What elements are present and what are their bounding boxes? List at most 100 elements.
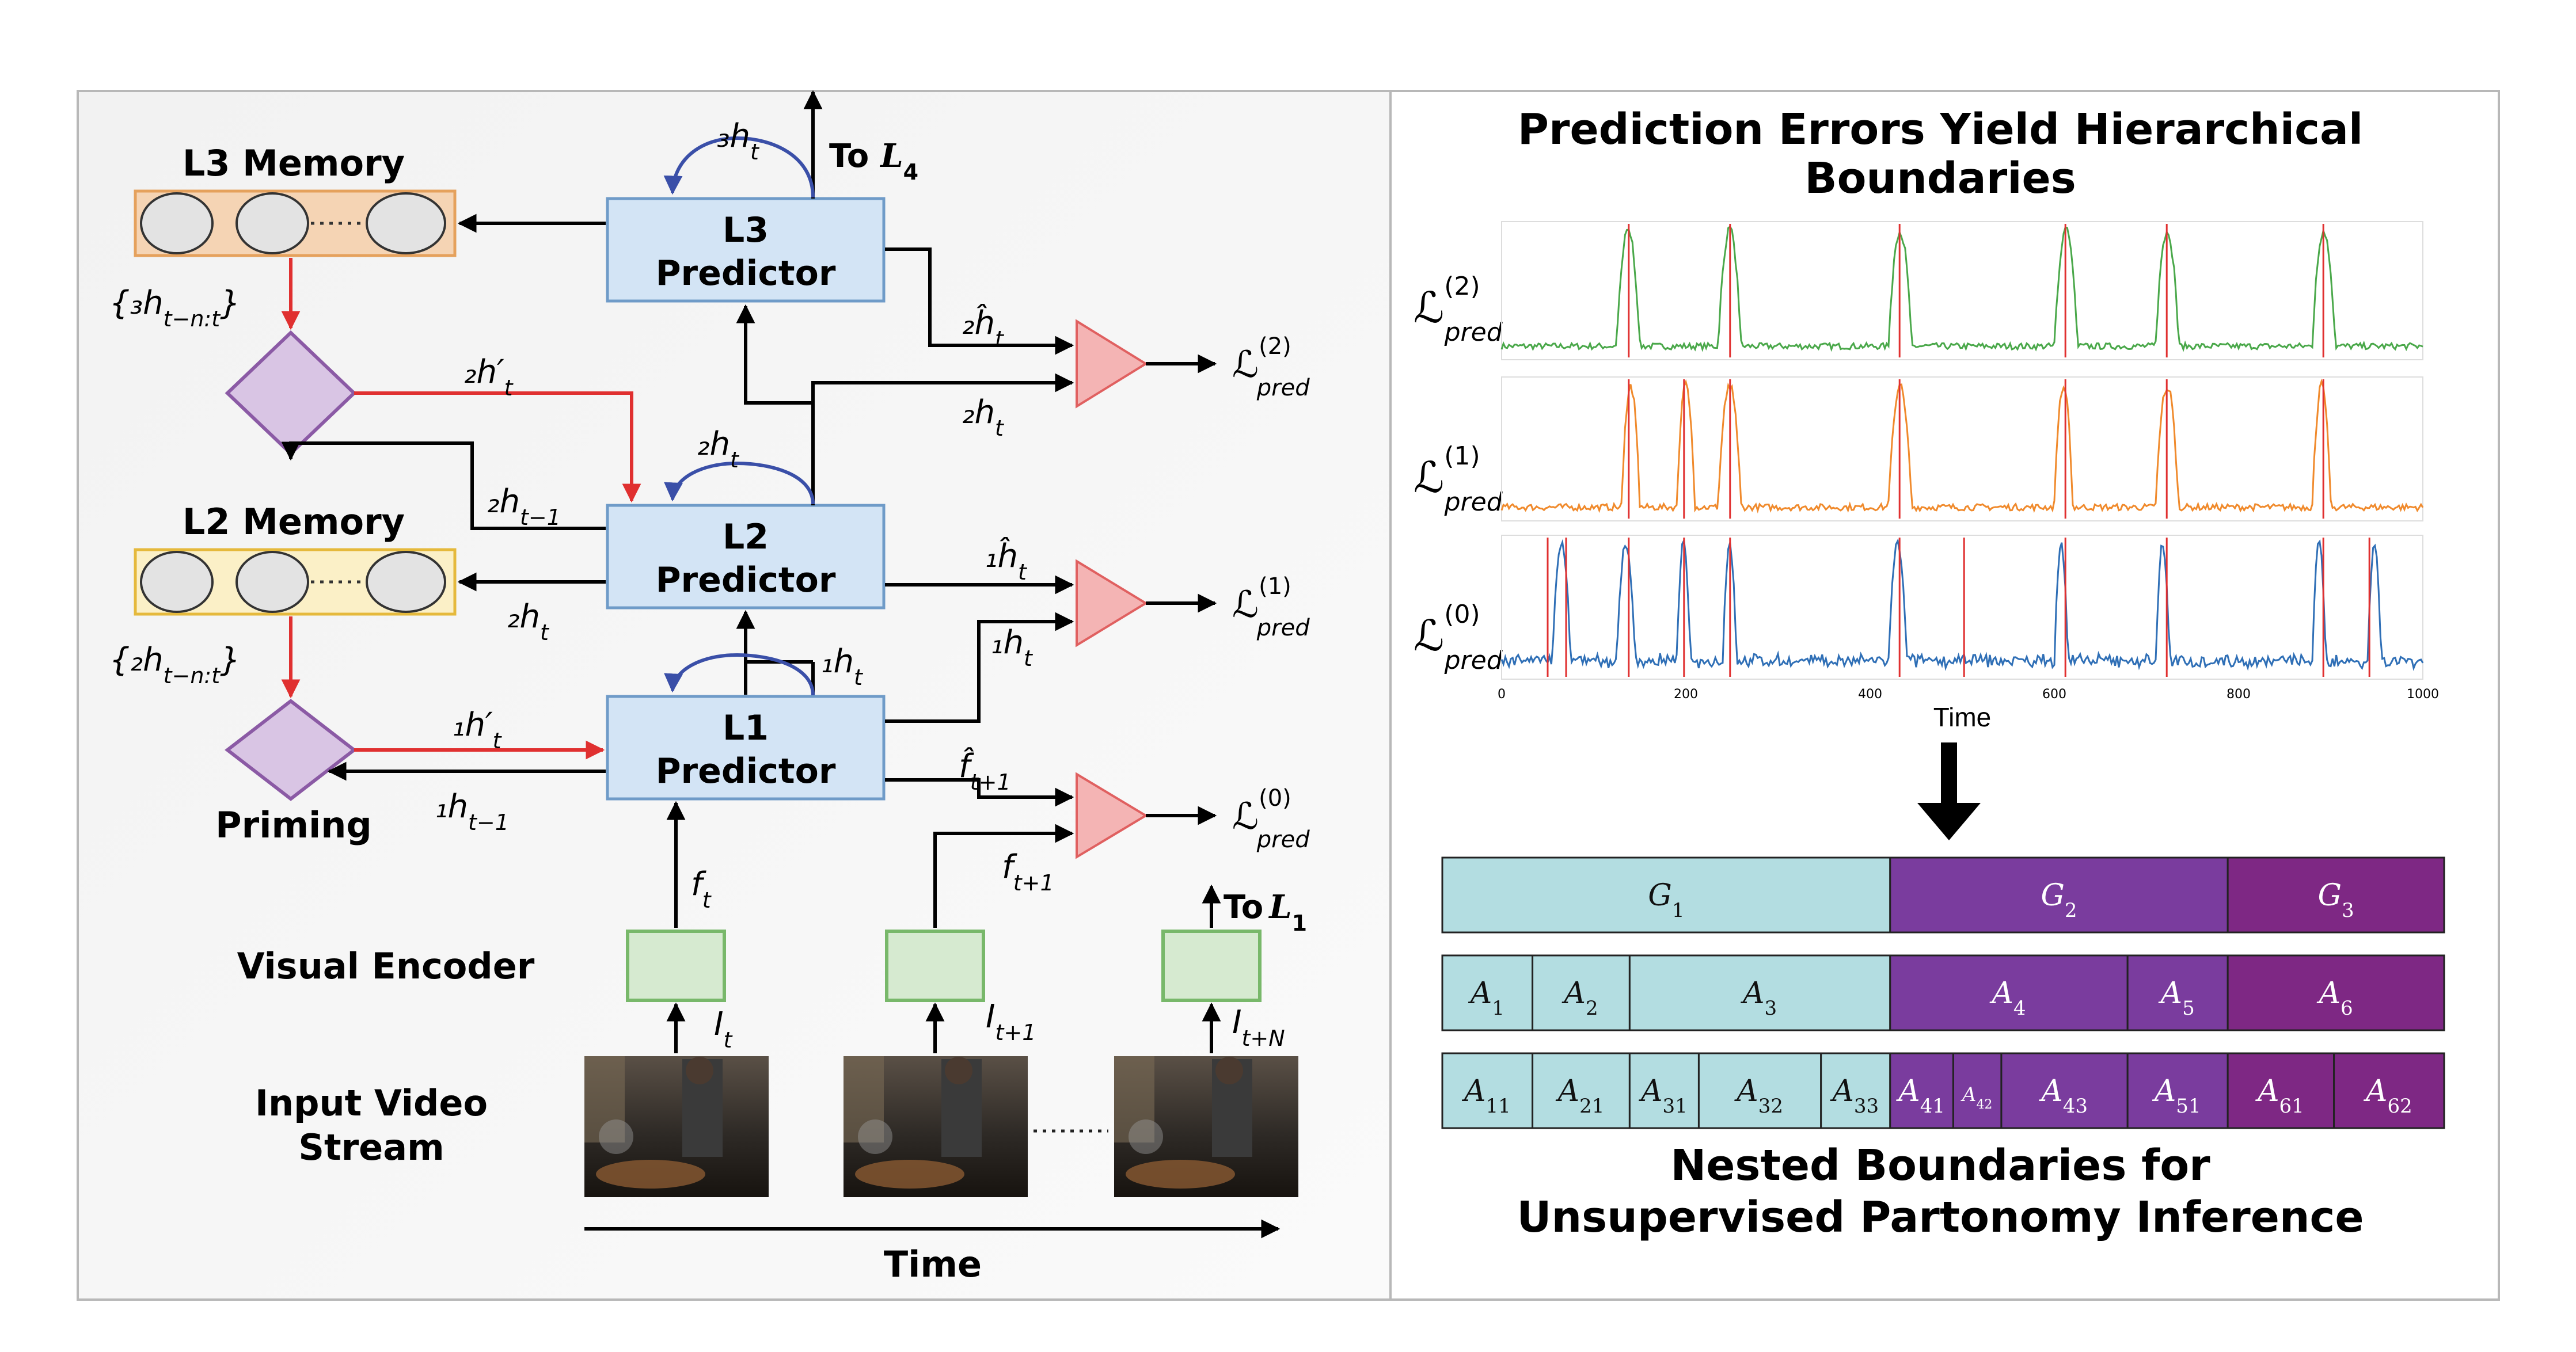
plot-frame-1 xyxy=(1501,376,2423,521)
priming-label: Priming xyxy=(215,804,372,846)
i-t-label: It xyxy=(714,1006,734,1053)
time-label: Time xyxy=(884,1243,982,1285)
l3-memory-label: L3 Memory xyxy=(183,142,405,184)
x-axis-label: Time xyxy=(1933,702,1992,732)
segment-label-2-2: A31 xyxy=(1639,1074,1688,1118)
ylabel-l0: ℒ(0)pred xyxy=(1414,600,1503,675)
segment-label-1-5: A6 xyxy=(2316,976,2353,1020)
priming-diamond-lower xyxy=(225,699,357,801)
segment-cell-1-0 xyxy=(1441,954,1534,1031)
segment-cell-1-5 xyxy=(2227,954,2445,1031)
ylabel-l2: ℒ(2)pred xyxy=(1414,272,1503,347)
segment-label-1-0: A1 xyxy=(1468,976,1504,1020)
h2-tm1-label: ₂ht−1 xyxy=(487,483,561,530)
comparator-l2 xyxy=(1076,319,1148,409)
segment-label-2-0: A11 xyxy=(1462,1074,1511,1118)
recurrent-loops xyxy=(663,136,815,696)
f-tp1-label: ft+1 xyxy=(1002,848,1054,896)
segment-cell-0-0 xyxy=(1441,856,1891,934)
error-series-1 xyxy=(1500,378,2424,514)
segment-label-1-1: A2 xyxy=(1561,976,1598,1020)
h1-pred-in-label: ₁ht xyxy=(990,624,1034,671)
video-frame-3 xyxy=(1114,1056,1298,1197)
segment-cell-1-1 xyxy=(1532,954,1631,1031)
right-panel: Prediction Errors Yield Hierarchical Bou… xyxy=(1389,90,2500,1301)
segment-cell-2-7 xyxy=(2000,1052,2129,1129)
segment-label-2-3: A32 xyxy=(1734,1074,1783,1118)
l2-predictor: L2 Predictor xyxy=(606,504,886,610)
segment-label-1-4: A5 xyxy=(2159,976,2195,1020)
h2-hat-label: ₂ĥt xyxy=(962,304,1005,352)
segment-label-2-5: A41 xyxy=(1896,1074,1945,1118)
h2-memory-readout: {₂ht−n:t} xyxy=(109,641,241,688)
segment-label-2-8: A51 xyxy=(2152,1074,2201,1118)
segment-label-2-6: A42 xyxy=(1961,1083,1993,1112)
ylabel-l1: ℒ(1)pred xyxy=(1414,441,1503,517)
comparator-l0 xyxy=(1076,772,1148,859)
h1-prime-label: ₁h′t xyxy=(452,706,503,753)
video-frame-1 xyxy=(584,1056,769,1197)
loss-l0: ℒ(0)pred xyxy=(1232,785,1310,853)
comparator-l1 xyxy=(1076,559,1148,648)
l3-predictor-line2: Predictor xyxy=(656,253,836,294)
segment-label-2-4: A33 xyxy=(1830,1074,1879,1118)
l1-predictor-line1: L1 xyxy=(723,708,769,748)
segment-label-0-1: G2 xyxy=(2041,878,2077,922)
flow-arrows xyxy=(281,90,1221,1053)
xtick-200: 200 xyxy=(1674,687,1698,702)
l3-memory: L3 Memory xyxy=(134,142,457,257)
h1-loop-label: ₁ht xyxy=(820,643,864,690)
segment-cell-2-9 xyxy=(2227,1052,2335,1129)
visual-encoder-2 xyxy=(885,930,985,1002)
l2-memory-label: L2 Memory xyxy=(183,501,405,543)
segment-cell-0-2 xyxy=(2227,856,2445,934)
l1-predictor: L1 Predictor xyxy=(606,695,886,801)
visual-encoder-label: Visual Encoder xyxy=(237,945,535,987)
error-series-0 xyxy=(1500,225,2423,352)
xtick-0: 0 xyxy=(1498,687,1506,702)
segment-cell-2-6 xyxy=(1952,1052,2003,1129)
segment-label-1-2: A3 xyxy=(1741,976,1777,1020)
loss-l2: ℒ(2)pred xyxy=(1232,333,1310,401)
bottom-title-line1: Nested Boundaries for xyxy=(1670,1141,2210,1190)
to-l4-label: To xyxy=(829,138,869,175)
right-title-line2: Boundaries xyxy=(1804,154,2076,203)
segment-cell-1-2 xyxy=(1628,954,1891,1031)
bottom-title-line2: Unsupervised Partonomy Inference xyxy=(1517,1193,2364,1242)
plot-frame-2 xyxy=(1501,535,2423,680)
segment-cell-2-10 xyxy=(2333,1052,2445,1129)
xtick-800: 800 xyxy=(2227,687,2251,702)
h3-top-label: ₃ht xyxy=(717,117,760,165)
i-tpn-label: It+N xyxy=(1232,1004,1285,1051)
h2-loop-label: ₂ht xyxy=(697,425,740,473)
h3-memory-readout: {₃ht−n:t} xyxy=(109,284,241,332)
left-panel: L3 Memory L2 Memory L3 Predictor L2 Pred… xyxy=(77,90,1392,1301)
to-l1-label: To xyxy=(1224,889,1263,926)
h2-pred-in-label: ₂ht xyxy=(962,394,1005,441)
segment-label-2-1: A21 xyxy=(1556,1074,1605,1118)
xtick-400: 400 xyxy=(1858,687,1882,702)
l2-predictor-line2: Predictor xyxy=(656,560,836,600)
l3-predictor-line1: L3 xyxy=(723,210,769,250)
input-video-line2: Stream xyxy=(298,1126,444,1168)
segment-cell-2-3 xyxy=(1697,1052,1822,1129)
xtick-600: 600 xyxy=(2042,687,2066,702)
visual-encoder-1 xyxy=(626,930,726,1002)
xtick-1000: 1000 xyxy=(2407,687,2439,702)
h1-hat-label: ₁ĥt xyxy=(985,538,1028,585)
segment-cell-0-1 xyxy=(1889,856,2229,934)
segment-label-0-2: G3 xyxy=(2317,878,2354,922)
down-arrow-head xyxy=(1917,803,1981,840)
l2-predictor-line1: L2 xyxy=(723,517,769,557)
right-title-line1: Prediction Errors Yield Hierarchical xyxy=(1518,105,2364,154)
segment-label-2-7: A43 xyxy=(2039,1074,2088,1118)
segment-label-2-9: A61 xyxy=(2255,1074,2304,1118)
i-tp1-label: It+1 xyxy=(986,998,1036,1045)
segment-label-1-3: A4 xyxy=(1989,976,2026,1020)
h2-out-label: ₂ht xyxy=(507,598,550,645)
l1-predictor-line2: Predictor xyxy=(656,751,836,791)
plot-ylabels: ℒ(2)pred ℒ(1)pred ℒ(0)pred xyxy=(1414,272,1503,675)
